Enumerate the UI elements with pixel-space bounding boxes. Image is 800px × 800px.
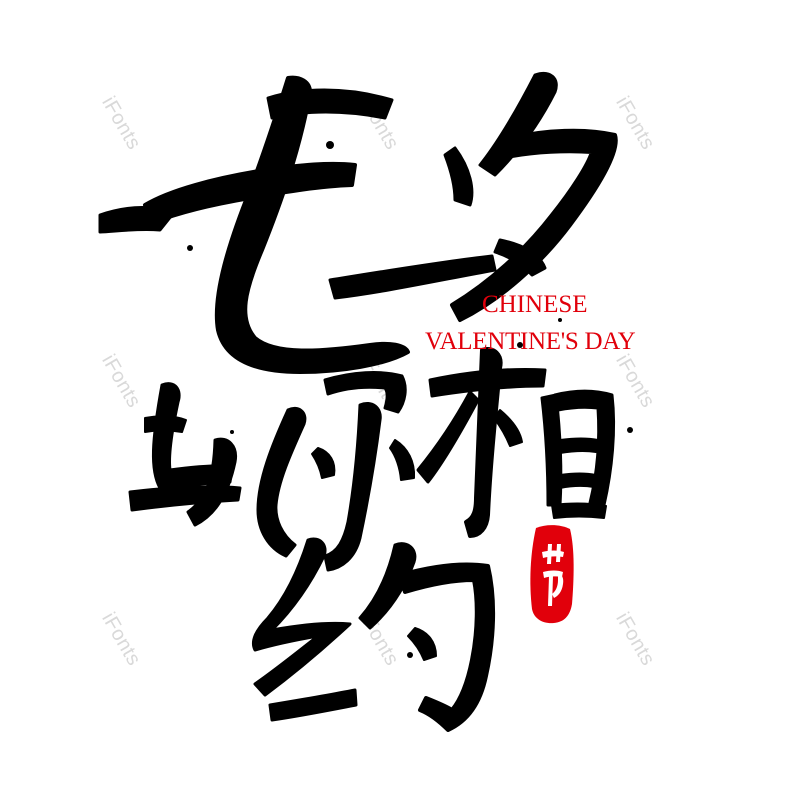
subtitle-line-valentines-day: VALENTINE'S DAY [425,328,636,355]
subtitle-line-chinese: CHINESE [482,291,588,318]
calligraphy-char-xiang [416,347,616,538]
calligraphy-char-qi [98,75,410,374]
calligraphy-char-yu [128,382,242,527]
calligraphy-char-xi [328,72,618,322]
ink-splatter [187,141,633,658]
calligraphy-char-ni [256,371,416,572]
red-seal-stamp [530,525,574,624]
calligraphy-char-yue [252,537,496,732]
